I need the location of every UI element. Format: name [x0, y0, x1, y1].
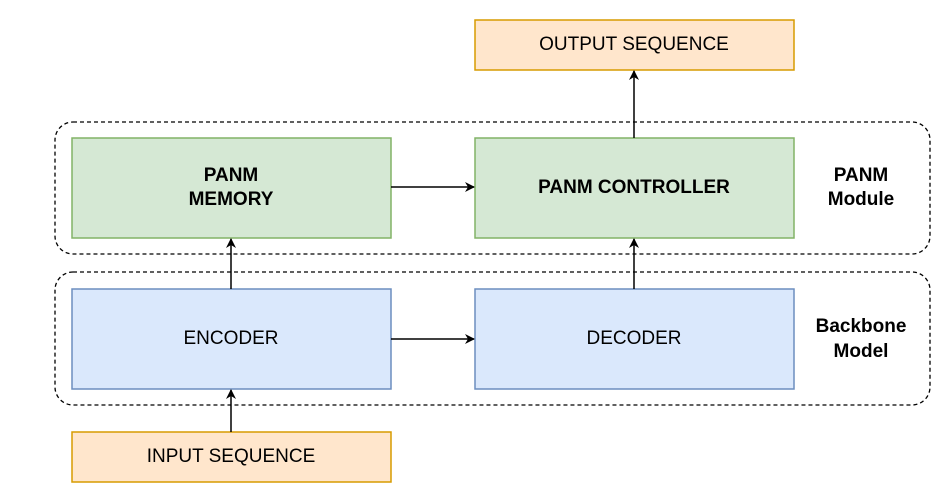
panm-memory-box [71, 137, 392, 239]
input-sequence-label: INPUT SEQUENCE [147, 446, 316, 467]
panm-module-group [54, 121, 931, 255]
backbone-model-label-line2: Model [834, 341, 889, 362]
panm-memory-label-line2: MEMORY [189, 189, 274, 210]
panm-memory-label-line1: PANM [204, 165, 259, 186]
decoder-box [474, 288, 795, 390]
panm-controller-label: PANM CONTROLLER [538, 177, 730, 198]
encoder-label: ENCODER [183, 328, 278, 349]
input-sequence-box [71, 431, 392, 483]
output-sequence-label: OUTPUT SEQUENCE [539, 34, 729, 55]
panm-controller-box [474, 137, 795, 239]
backbone-model-label-line1: Backbone [816, 316, 907, 337]
backbone-model-group [54, 271, 931, 406]
decoder-label: DECODER [586, 328, 681, 349]
panm-module-label-line2: Module [828, 189, 895, 210]
panm-module-label-line1: PANM [834, 165, 889, 186]
